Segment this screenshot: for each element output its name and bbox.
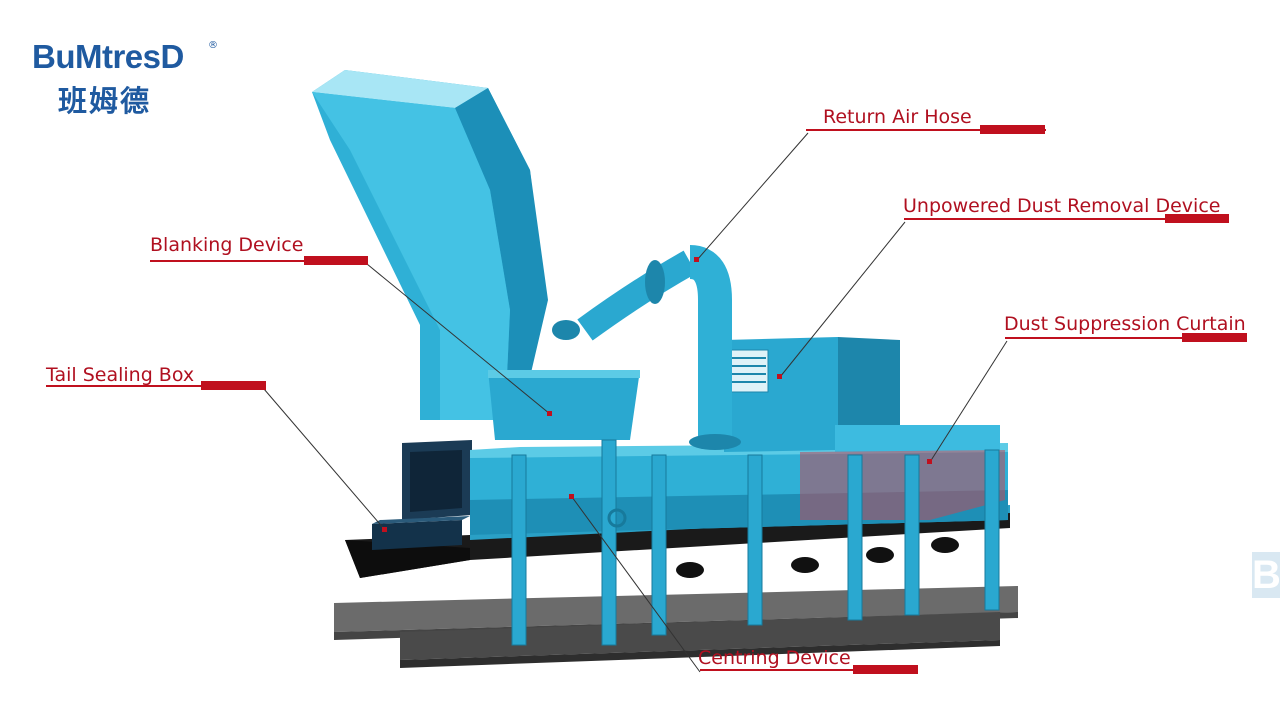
dust-removal-box	[724, 337, 1000, 452]
registered-mark: ®	[208, 40, 218, 51]
label-tail-sealing-box: Tail Sealing Box	[46, 364, 195, 386]
label-centring-device: Centring Device	[698, 647, 851, 669]
leader-lines	[263, 132, 1008, 673]
label-underlines	[46, 125, 1247, 674]
label-blanking-device: Blanking Device	[150, 234, 304, 256]
label-unpowered-dust-removal-device: Unpowered Dust Removal Device	[903, 195, 1221, 217]
brand-logo-en: BuMtresD	[32, 38, 184, 75]
support-legs	[511, 439, 1000, 646]
return-air-hose-shape	[577, 245, 741, 450]
leader-markers	[382, 257, 932, 532]
brand-logo-cn: 班姆德	[58, 84, 152, 118]
blanking-chute	[312, 70, 640, 440]
label-return-air-hose: Return Air Hose	[823, 106, 972, 128]
brand-side-mark: B	[1252, 552, 1280, 598]
base-frame	[334, 586, 1018, 668]
tail-sealing-box-shape	[372, 440, 472, 550]
label-dust-suppression-curtain: Dust Suppression Curtain	[1004, 313, 1246, 335]
idler-rollers	[607, 508, 959, 578]
